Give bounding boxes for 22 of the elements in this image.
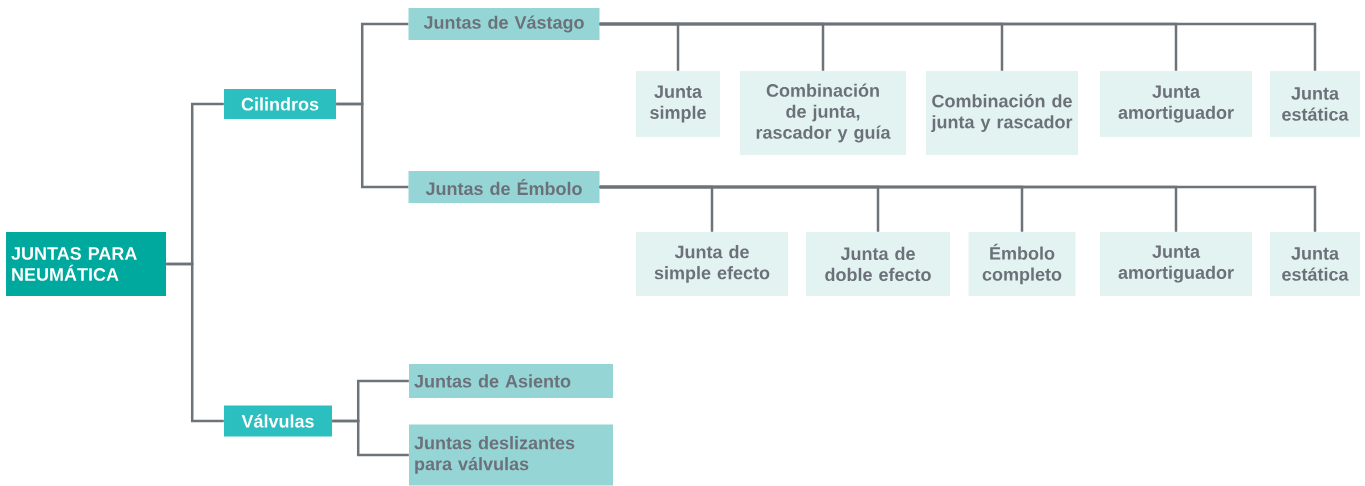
- group-box: Juntas de Émbolo: [408, 171, 600, 203]
- connector-line: [332, 419, 409, 457]
- item-box: Junta amortiguador: [1100, 71, 1252, 137]
- item-box: Junta simple: [636, 71, 720, 137]
- item-box: Émbolo completo: [968, 232, 1076, 296]
- connector-line: [599, 185, 1317, 232]
- item-box: Combinación de junta y rascador: [926, 71, 1078, 155]
- category-box: Válvulas: [224, 405, 332, 437]
- group-box: Juntas de Asiento: [409, 364, 613, 398]
- item-box: Combinación de junta, rascador y guía: [740, 71, 906, 155]
- item-box: Junta de simple efecto: [636, 232, 788, 296]
- connector-line: [599, 22, 1317, 71]
- group-box: Juntas de Vástago: [408, 8, 600, 40]
- item-box: Junta estática: [1270, 71, 1360, 137]
- item-box: Junta amortiguador: [1100, 232, 1252, 296]
- group-box: Juntas deslizantes para válvulas: [409, 424, 613, 486]
- connector-line: [166, 262, 224, 423]
- item-box: Junta de doble efecto: [806, 232, 950, 296]
- root-box: JUNTAS PARA NEUMÁTICA: [6, 232, 166, 296]
- connector-line: [336, 102, 409, 189]
- item-box: Junta estática: [1270, 232, 1360, 296]
- category-box: Cilindros: [224, 89, 336, 119]
